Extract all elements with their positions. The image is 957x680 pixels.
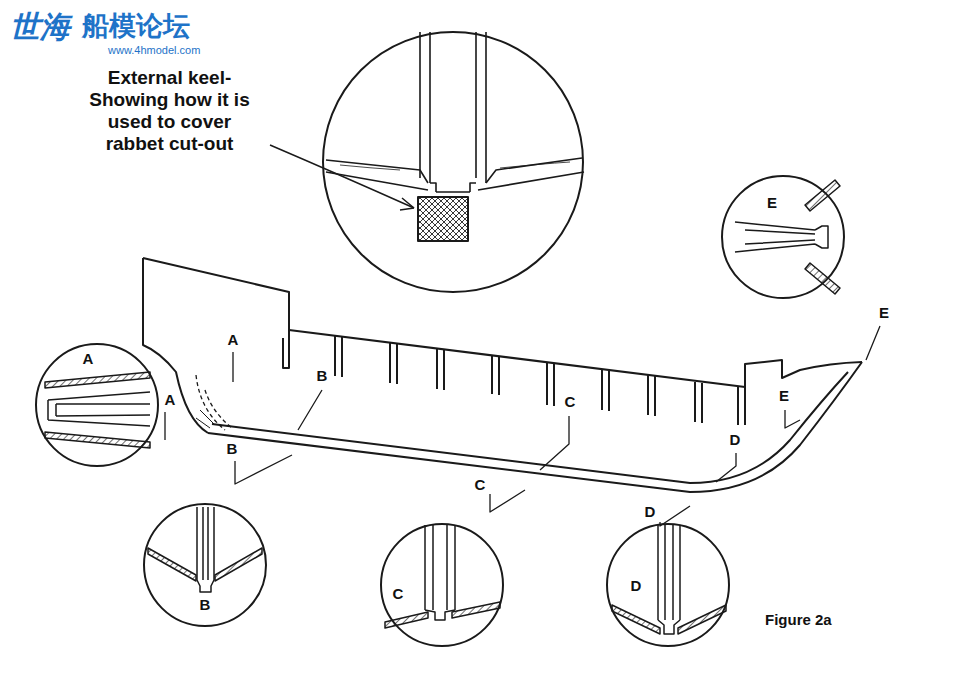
section-letter: A (227, 332, 240, 348)
section-letter: E (778, 388, 790, 404)
watermark-url: www.4hmodel.com (108, 44, 200, 57)
figure-caption: Figure 2a (765, 611, 832, 628)
section-letter: D (729, 432, 742, 448)
detail-circle: D (606, 523, 730, 647)
watermark-logo: 世海 (10, 10, 70, 44)
section-letter: B (226, 441, 239, 457)
detail-letter: A (83, 350, 94, 367)
circle-outline (35, 343, 159, 467)
circle-outline (606, 523, 730, 647)
detail-circle: E (721, 175, 845, 299)
callout-note: External keel- Showing how it is used to… (82, 67, 257, 155)
detail-circle: A (35, 343, 159, 467)
section-letter: A (164, 392, 177, 408)
detail-circle: C (380, 523, 504, 647)
detail-letter: D (631, 577, 642, 594)
watermark: 船模论坛 (82, 10, 190, 42)
section-letter: B (316, 368, 329, 384)
section-letter: D (644, 504, 657, 520)
detail-circle: B (143, 503, 267, 627)
detail-letter: B (200, 596, 211, 613)
section-letter: E (878, 305, 890, 321)
section-letter: C (474, 477, 487, 493)
detail-letter: E (767, 194, 777, 211)
section-letter: C (564, 394, 577, 410)
circle-outline (721, 175, 845, 299)
detail-letter: C (393, 585, 404, 602)
